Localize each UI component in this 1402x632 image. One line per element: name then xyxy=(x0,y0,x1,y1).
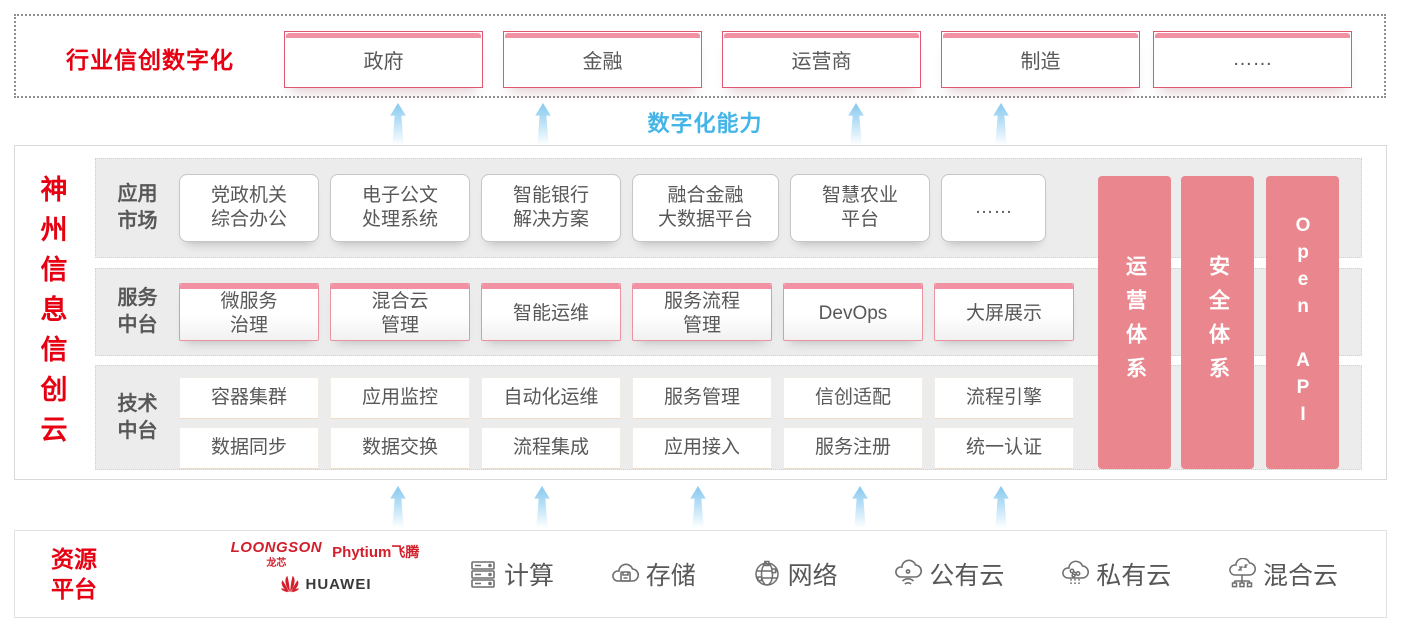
huawei-flower-icon xyxy=(279,573,301,595)
pillar-open-api: Open API xyxy=(1266,176,1339,469)
tech-card: 容器集群 xyxy=(179,377,319,419)
platform-title: 神州信息信创云 xyxy=(36,174,67,455)
resource-item-public-cloud: 公有云 xyxy=(892,556,1004,592)
up-arrow-icon xyxy=(690,486,706,528)
row-application-market: 应用 市场 党政机关 综合办公 电子公文 处理系统 智能银行 解决方案 融合金融… xyxy=(95,158,1362,258)
tech-card: 数据同步 xyxy=(179,427,319,469)
tech-card: 服务注册 xyxy=(783,427,923,469)
service-card: 服务流程 管理 xyxy=(632,283,772,341)
public-cloud-icon xyxy=(892,558,924,590)
compute-icon xyxy=(467,558,499,590)
capability-label: 数字化能力 xyxy=(647,111,763,136)
vendor-logos: LOONGSON 龙芯 Phytium飞腾 xyxy=(211,539,439,595)
app-card: 融合金融 大数据平台 xyxy=(632,174,779,242)
row-label-service-platform: 服务 中台 xyxy=(117,287,158,336)
row-label-application-market: 应用 市场 xyxy=(117,183,158,232)
resource-label: 资源 平台 xyxy=(51,546,97,602)
huawei-logo: HUAWEI xyxy=(279,573,372,595)
up-arrow-icon xyxy=(852,486,868,528)
pillar-security: 安全体系 xyxy=(1181,176,1254,469)
row-tech-platform: 技术 中台 容器集群 应用监控 自动化运维 服务管理 信创适配 流程引擎 数据同… xyxy=(95,365,1362,470)
tech-card: 服务管理 xyxy=(632,377,772,419)
resource-item-network: 网络 xyxy=(751,556,838,592)
row-service-platform: 服务 中台 微服务 治理 混合云 管理 智能运维 服务流程 管理 DevOps … xyxy=(95,268,1362,356)
up-arrow-icon xyxy=(848,103,864,145)
app-card: 智能银行 解决方案 xyxy=(481,174,621,242)
loongson-logo: LOONGSON 龙芯 xyxy=(230,539,323,569)
resource-box: 资源 平台 LOONGSON 龙芯 Phytium飞腾 xyxy=(14,530,1387,618)
app-card: 智慧农业 平台 xyxy=(790,174,930,242)
storage-icon xyxy=(609,558,641,590)
up-arrow-icon xyxy=(993,103,1009,145)
up-arrow-icon xyxy=(535,103,551,145)
up-arrow-icon xyxy=(993,486,1009,528)
resource-item-hybrid-cloud: 混合云 xyxy=(1226,556,1338,592)
industry-box-more: …… xyxy=(1153,31,1352,88)
row-label-tech-platform: 技术 中台 xyxy=(117,392,158,442)
private-cloud-icon xyxy=(1059,558,1091,590)
up-arrow-icon xyxy=(390,103,406,145)
tech-card: 信创适配 xyxy=(783,377,923,419)
service-card: 智能运维 xyxy=(481,283,621,341)
industry-box-finance: 金融 xyxy=(503,31,702,88)
resource-item-compute: 计算 xyxy=(467,556,554,592)
industry-box-manufacturing: 制造 xyxy=(941,31,1140,88)
network-icon xyxy=(751,558,783,590)
app-card: 党政机关 综合办公 xyxy=(179,174,319,242)
pillar-operations: 运营体系 xyxy=(1098,176,1171,469)
up-arrow-icon xyxy=(390,486,406,528)
app-card: 电子公文 处理系统 xyxy=(330,174,470,242)
tech-card: 流程集成 xyxy=(481,427,621,469)
industry-banner-title: 行业信创数字化 xyxy=(66,47,234,73)
industry-box-government: 政府 xyxy=(284,31,483,88)
resource-items: 计算 存储 xyxy=(467,531,1338,617)
service-card: 混合云 管理 xyxy=(330,283,470,341)
phytium-logo: Phytium飞腾 xyxy=(332,544,420,561)
service-card: DevOps xyxy=(783,283,923,341)
tech-card: 数据交换 xyxy=(330,427,470,469)
tech-card: 自动化运维 xyxy=(481,377,621,419)
tech-card: 应用接入 xyxy=(632,427,772,469)
tech-card: 流程引擎 xyxy=(934,377,1074,419)
service-card: 大屏展示 xyxy=(934,283,1074,341)
resource-item-storage: 存储 xyxy=(609,556,696,592)
resource-item-private-cloud: 私有云 xyxy=(1059,556,1171,592)
app-card-more: …… xyxy=(941,174,1046,242)
up-arrow-icon xyxy=(534,486,550,528)
service-card: 微服务 治理 xyxy=(179,283,319,341)
tech-card: 应用监控 xyxy=(330,377,470,419)
tech-card: 统一认证 xyxy=(934,427,1074,469)
hybrid-cloud-icon xyxy=(1226,558,1258,590)
industry-box-operator: 运营商 xyxy=(722,31,921,88)
